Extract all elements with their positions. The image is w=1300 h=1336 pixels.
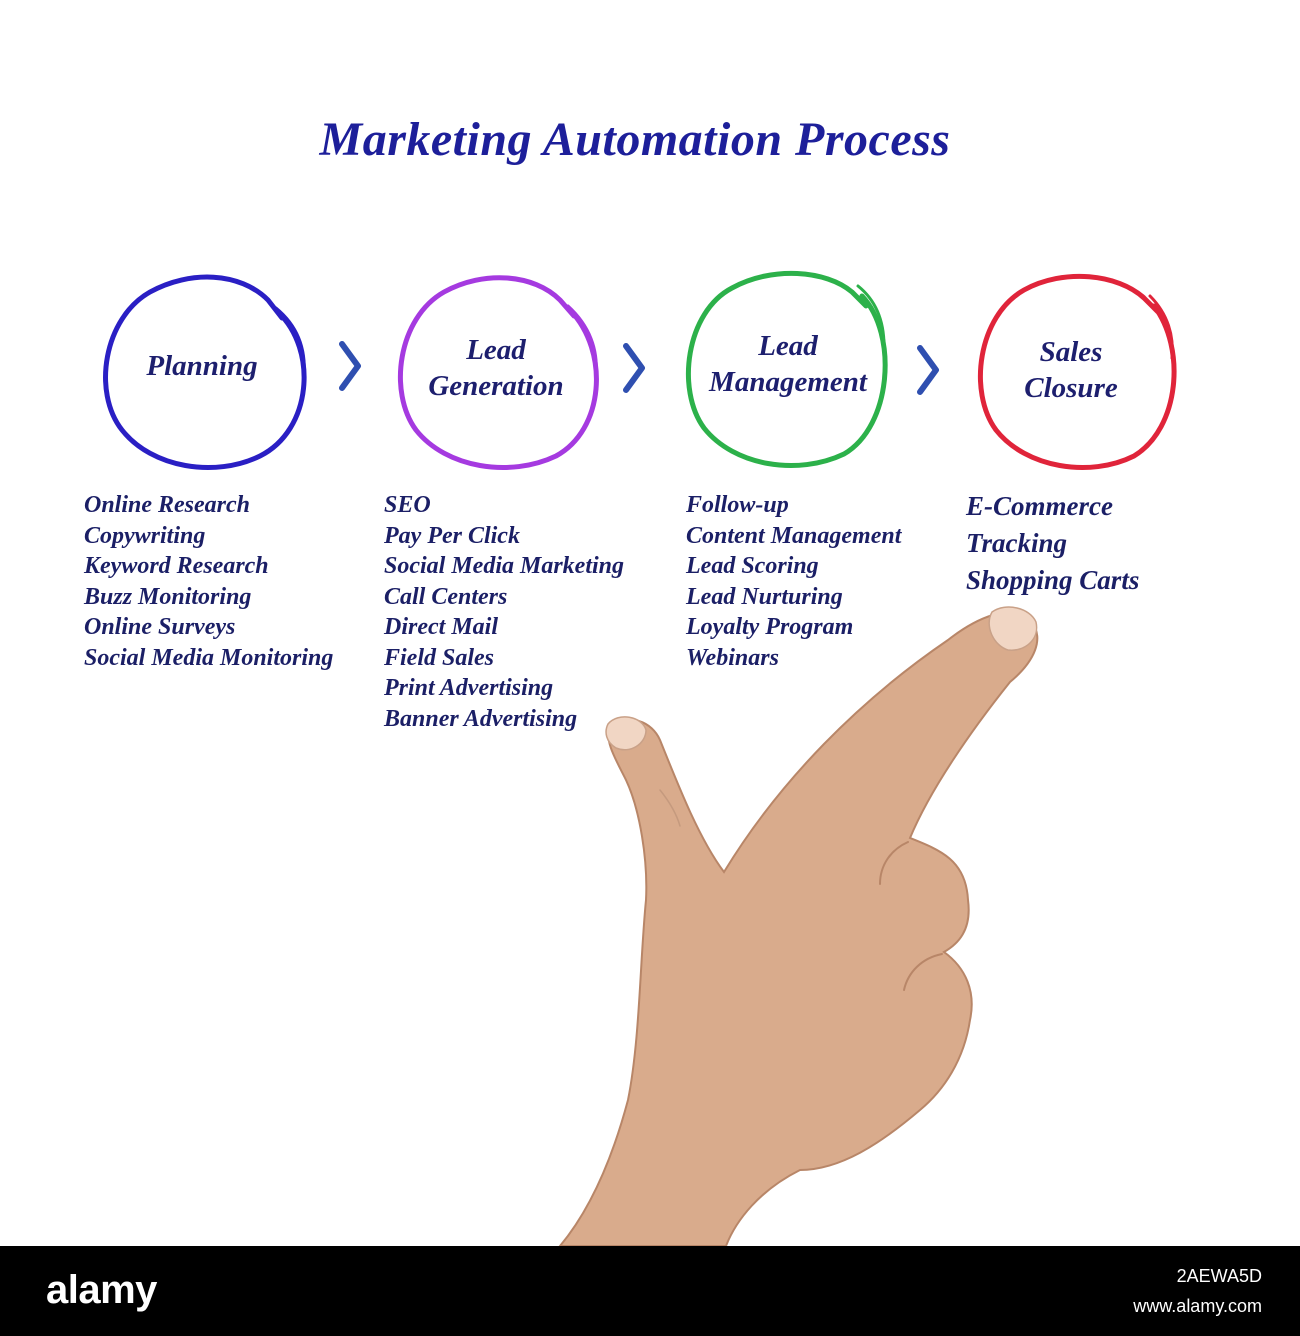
image-id: 2AEWA5D: [1176, 1266, 1262, 1286]
stage-label-line: Planning: [146, 350, 258, 382]
stage-circle-lead-management: [685, 270, 888, 468]
list-item: Pay Per Click: [384, 522, 520, 549]
list-item: Direct Mail: [384, 614, 498, 640]
stage-label-lead-generation: Lead Generation: [406, 332, 586, 404]
list-item: Keyword Research: [84, 553, 269, 579]
list-item: Shopping Carts: [966, 565, 1140, 595]
brand-logo: alamy: [46, 1268, 157, 1312]
list-item: Online Research: [84, 492, 251, 518]
diagram-canvas: [103, 270, 1177, 1246]
list-item: Copywriting: [84, 522, 206, 549]
list-item: Call Centers: [384, 583, 508, 610]
site-url: www.alamy.com: [1133, 1296, 1262, 1316]
stage-label-line: Generation: [428, 370, 564, 402]
list-item: Print Advertising: [384, 675, 554, 701]
diagram-title: Marketing Automation Process: [319, 113, 951, 166]
chevron-right-icon: [339, 341, 361, 391]
list-item: Field Sales: [384, 644, 495, 671]
list-item: Tracking: [966, 528, 1067, 558]
list-item: Buzz Monitoring: [84, 583, 252, 610]
stage-circle-sales-closure: [977, 273, 1177, 470]
stage-items-sales-closure: E-Commerce Tracking Shopping Carts: [966, 488, 1139, 599]
chevron-right-icon: [917, 345, 939, 395]
list-item: Lead Scoring: [686, 553, 819, 579]
list-item: Content Management: [686, 522, 902, 549]
stage-items-lead-generation: SEO Pay Per Click Social Media Marketing…: [384, 490, 624, 734]
stage-items-lead-management: Follow-up Content Management Lead Scorin…: [686, 490, 901, 673]
stage-label-sales-closure: Sales Closure: [986, 334, 1156, 406]
stage-items-planning: Online Research Copywriting Keyword Rese…: [84, 490, 333, 673]
stage-label-line: Lead: [758, 330, 818, 362]
watermark-footer: alamy 2AEWA5D www.alamy.com: [0, 1246, 1300, 1336]
list-item: Social Media Marketing: [384, 553, 625, 579]
stage-label-line: Sales: [1039, 336, 1103, 368]
list-item: Online Surveys: [84, 614, 236, 640]
list-item: Follow-up: [686, 492, 789, 518]
stage-label-line: Lead: [466, 334, 526, 366]
list-item: Lead Nurturing: [686, 583, 843, 610]
list-item: Banner Advertising: [384, 705, 578, 732]
stage-label-planning: Planning: [112, 348, 292, 384]
chevron-right-icon: [623, 343, 645, 393]
list-item: Webinars: [686, 644, 779, 671]
list-item: SEO: [384, 492, 431, 518]
stage-label-line: Closure: [1024, 372, 1118, 404]
list-item: Loyalty Program: [686, 614, 854, 640]
stage-circle-lead-generation: [397, 275, 599, 470]
pointing-hand-image: [558, 606, 1039, 1246]
stage-label-lead-management: Lead Management: [688, 328, 888, 400]
stage-circle-planning: [103, 274, 307, 470]
list-item: E-Commerce: [966, 491, 1113, 521]
stage-label-line: Management: [709, 366, 867, 398]
list-item: Social Media Monitoring: [84, 644, 334, 671]
